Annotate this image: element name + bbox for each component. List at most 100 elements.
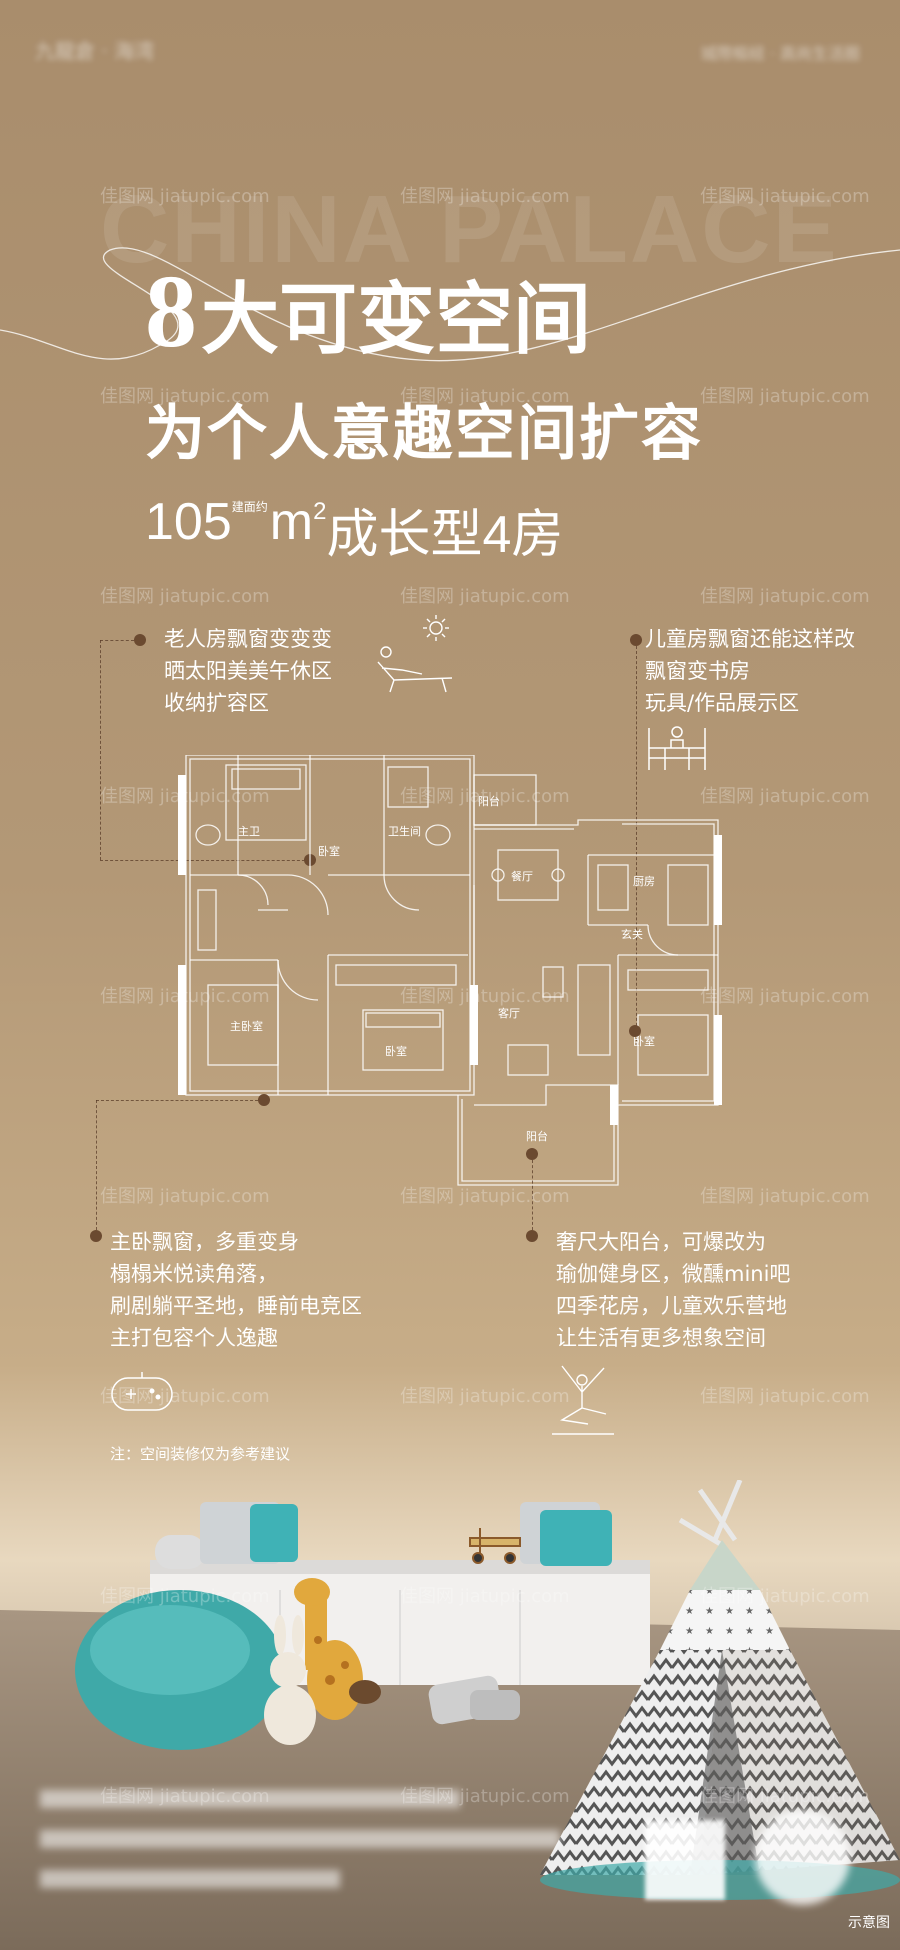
room-bedroom-right: 卧室 [633, 1034, 655, 1048]
room-balcony-top: 阳台 [478, 794, 500, 808]
balcony-connector-v [532, 1160, 533, 1230]
balcony-marker [526, 1148, 538, 1160]
room-bedroom-top: 卧室 [318, 844, 340, 858]
watermark: 佳图网 jiatupic.com [700, 786, 870, 807]
area-value: 105 [145, 493, 232, 551]
watermark: 佳图网 jiatupic.com [100, 586, 270, 607]
balcony-feature: 奢尺大阳台，可爆改为 瑜伽健身区，微醺mini吧 四季花房，儿童欢乐营地 让生活… [556, 1226, 790, 1354]
footer-info-line [40, 1830, 560, 1848]
background-english-title: CHINA PALACE [100, 176, 839, 283]
watermark: 佳图网 jiatupic.com [700, 1586, 870, 1607]
balcony-feature-dot [526, 1230, 538, 1242]
area-unit: m [269, 493, 314, 551]
sun-icon [377, 615, 453, 693]
child-feature-line: 玩具/作品展示区 [645, 691, 800, 715]
interior-scene: ★ [0, 1480, 900, 1950]
watermark: 佳图网 jiatupic.com [400, 1586, 570, 1607]
master-feature-line: 榻榻米悦读角落， [110, 1262, 278, 1286]
unit-type-text: 成长型4房 [326, 506, 564, 564]
brand-logo-left: 九龍倉 · 海湾 [35, 39, 155, 63]
elder-room-feature: 老人房飘窗变变变 晒太阳美美午休区 收纳扩容区 [164, 623, 332, 719]
child-feature-dot [630, 634, 642, 646]
watermark: 佳图网 jiatupic.com [700, 386, 870, 407]
master-feature-line: 主卧飘窗，多重变身 [110, 1230, 299, 1254]
child-feature-line: 飘窗变书房 [645, 659, 750, 683]
elder-connector-v [100, 640, 101, 860]
elder-connector-h [100, 640, 134, 641]
room-dining: 餐厅 [511, 869, 533, 883]
elder-feature-line: 老人房飘窗变变变 [164, 627, 332, 651]
elder-connector-h2 [100, 860, 310, 861]
floor-plan: 主卫 卧室 卫生间 阳台 餐厅 厨房 玄关 主卧室 卧室 客厅 卧室 阳台 [178, 755, 722, 1186]
child-room-feature: 儿童房飘窗还能这样改 飘窗变书房 玩具/作品展示区 [645, 623, 855, 719]
watermark: 佳图网 jiatupic.com [400, 1386, 570, 1407]
teepee-tent [540, 1480, 900, 1900]
watermark: 佳图网 jiatupic.com [400, 786, 570, 807]
bunny-toy [264, 1615, 316, 1745]
room-entrance: 玄关 [621, 927, 643, 941]
watermark: 佳图网 jiatupic.com [100, 1186, 270, 1207]
watermark: 佳图网 jiatupic.com [400, 586, 570, 607]
child-connector-v [636, 646, 637, 1046]
watermark: 佳图网 jiatupic.com [100, 1386, 270, 1407]
footer-info-line [40, 1870, 340, 1888]
watermark: 佳图网 jiatupic.com [400, 1186, 570, 1207]
watermark: 佳图网 jiatupic.com [700, 1786, 870, 1807]
room-bathroom: 卫生间 [388, 824, 421, 838]
room-kitchen: 厨房 [633, 875, 655, 888]
master-feature-dot [90, 1230, 102, 1242]
watermark: 佳图网 jiatupic.com [700, 1186, 870, 1207]
elder-feature-line: 收纳扩容区 [164, 691, 269, 715]
page-subtitle: 为个人意趣空间扩容 [145, 399, 703, 469]
watermark: 佳图网 jiatupic.com [700, 1386, 870, 1407]
balcony-feature-line: 让生活有更多想象空间 [556, 1326, 766, 1350]
title-line1-text: 大可变空间 [201, 274, 592, 365]
room-bedroom-mid: 卧室 [385, 1044, 407, 1058]
watermark: 佳图网 jiatupic.com [400, 986, 570, 1007]
elder-feature-line: 晒太阳美美午休区 [164, 659, 332, 683]
watermark: 佳图网 jiatupic.com [400, 386, 570, 407]
master-room-marker [258, 1094, 270, 1106]
balcony-feature-line: 瑜伽健身区，微醺mini吧 [556, 1262, 791, 1286]
child-feature-line: 儿童房飘窗还能这样改 [645, 627, 855, 651]
decorative-curve [0, 247, 900, 362]
watermark: 佳图网 jiatupic.com [700, 586, 870, 607]
watermark: 佳图网 jiatupic.com [100, 986, 270, 1007]
master-bedroom-feature: 主卧飘窗，多重变身 榻榻米悦读角落， 刷剧躺平圣地，睡前电竞区 主打包容个人逸趣 [110, 1226, 362, 1354]
unit-type-label: 105 建面约 m 2 成长型4房 [145, 492, 563, 567]
elder-feature-dot [134, 634, 146, 646]
schematic-label: 示意图 [848, 1915, 890, 1931]
yoga-icon [552, 1365, 614, 1435]
watermark: 佳图网 jiatupic.com [100, 186, 270, 207]
watermark: 佳图网 jiatupic.com [400, 186, 570, 207]
watermark: 佳图网 jiatupic.com [100, 1786, 270, 1807]
desk-icon [648, 726, 706, 770]
toy-plane [469, 1528, 521, 1564]
watermark: 佳图网 jiatupic.com [100, 786, 270, 807]
master-connector-v [96, 1100, 97, 1230]
giraffe-toy [294, 1578, 381, 1720]
watermark: 佳图网 jiatupic.com [700, 186, 870, 207]
qr-code [645, 1820, 725, 1900]
gamepad-icon [111, 1372, 173, 1411]
footer-info-line [40, 1790, 460, 1808]
balcony-feature-line: 四季花房，儿童欢乐营地 [556, 1294, 787, 1318]
room-master-bath: 主卫 [238, 825, 260, 838]
area-note: 建面约 [231, 500, 268, 514]
lounge-chair-icon [377, 646, 453, 693]
room-balcony-bottom: 阳台 [526, 1129, 548, 1143]
watermark: 佳图网 jiatupic.com [100, 1586, 270, 1607]
title-number: 8 [145, 254, 197, 369]
master-feature-line: 刷剧躺平圣地，睡前电竞区 [110, 1294, 362, 1318]
master-connector-h [96, 1100, 258, 1101]
brand-logo-right: 城際樞紐 · 高尚生活圈 [700, 44, 860, 63]
master-feature-line: 主打包容个人逸趣 [110, 1326, 278, 1350]
footnote: 注：空间装修仅为参考建议 [110, 1445, 291, 1463]
watermark: 佳图网 jiatupic.com [700, 986, 870, 1007]
page-title: 8大可变空间 [145, 260, 591, 364]
room-living: 客厅 [498, 1006, 520, 1020]
watermark: 佳图网 jiatupic.com [400, 1786, 570, 1807]
child-room-marker [629, 1025, 641, 1037]
balcony-feature-line: 奢尺大阳台，可爆改为 [556, 1230, 766, 1254]
